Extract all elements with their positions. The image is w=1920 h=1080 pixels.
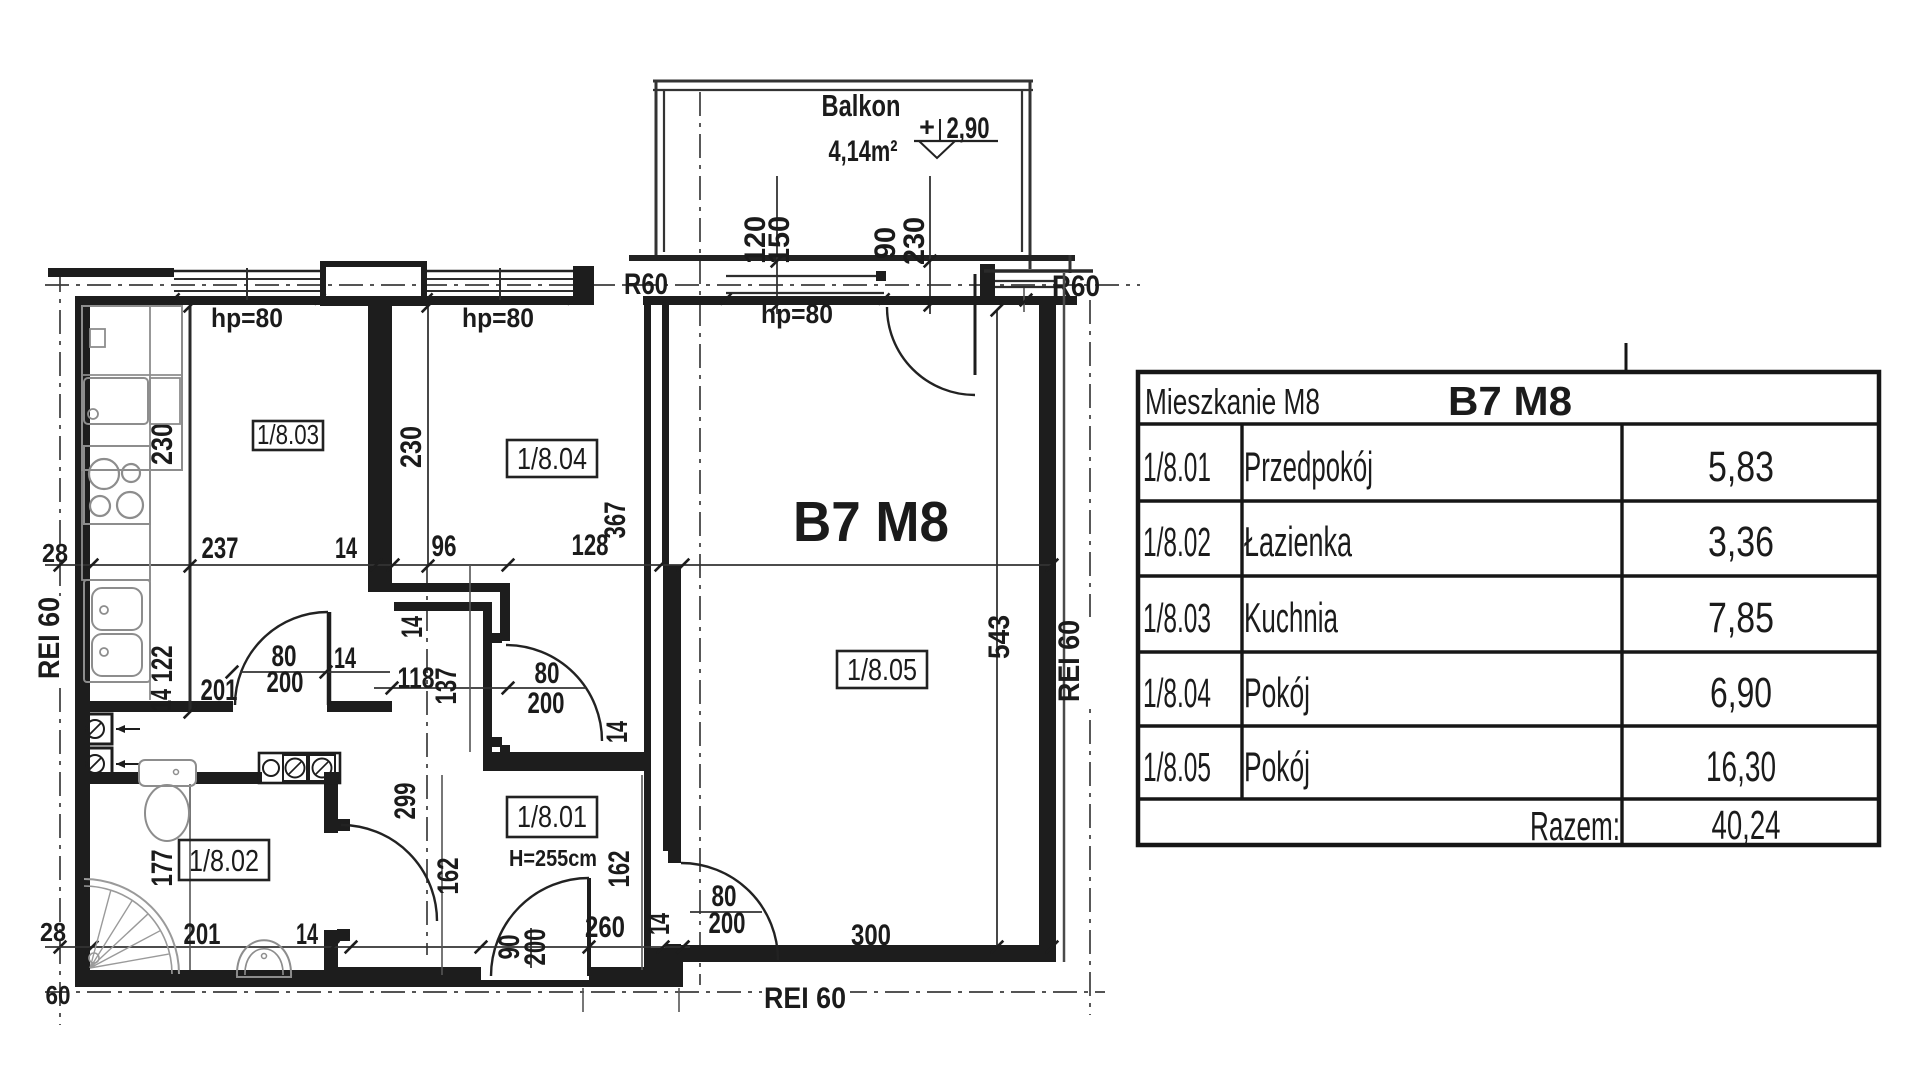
svg-text:14: 14 bbox=[145, 689, 178, 711]
svg-text:Pokój: Pokój bbox=[1244, 669, 1310, 716]
svg-text:1/8.04: 1/8.04 bbox=[1143, 670, 1211, 716]
svg-text:1/8.03: 1/8.03 bbox=[1143, 595, 1211, 641]
svg-text:137: 137 bbox=[430, 668, 463, 705]
svg-text:Balkon: Balkon bbox=[822, 88, 901, 123]
svg-text:14: 14 bbox=[601, 721, 634, 743]
svg-text:1/8.05: 1/8.05 bbox=[847, 652, 917, 687]
svg-text:28: 28 bbox=[42, 538, 68, 568]
svg-text:543: 543 bbox=[983, 615, 1016, 659]
svg-text:hp=80: hp=80 bbox=[462, 303, 534, 333]
svg-text:237: 237 bbox=[202, 532, 239, 565]
svg-text:B7 M8: B7 M8 bbox=[1448, 378, 1572, 424]
svg-text:90: 90 bbox=[493, 935, 526, 960]
svg-text:122: 122 bbox=[146, 646, 179, 683]
svg-text:+: + bbox=[919, 112, 935, 142]
svg-text:80: 80 bbox=[535, 657, 560, 690]
svg-text:118: 118 bbox=[398, 662, 435, 695]
svg-text:REI 60: REI 60 bbox=[33, 597, 66, 679]
svg-text:2,90: 2,90 bbox=[947, 112, 990, 145]
svg-text:hp=80: hp=80 bbox=[211, 303, 283, 333]
svg-text:14: 14 bbox=[643, 913, 676, 935]
svg-text:hp=80: hp=80 bbox=[761, 299, 833, 329]
svg-text:B7 M8: B7 M8 bbox=[793, 490, 949, 554]
svg-text:150: 150 bbox=[763, 216, 796, 264]
svg-text:230: 230 bbox=[146, 423, 179, 465]
svg-text:128: 128 bbox=[572, 529, 609, 562]
svg-text:80: 80 bbox=[712, 880, 737, 913]
svg-text:367: 367 bbox=[599, 502, 632, 539]
svg-text:200: 200 bbox=[267, 666, 304, 699]
svg-text:80: 80 bbox=[272, 640, 297, 673]
svg-text:R60: R60 bbox=[1052, 270, 1100, 303]
svg-text:7,85: 7,85 bbox=[1708, 594, 1774, 642]
svg-text:200: 200 bbox=[528, 687, 565, 720]
svg-text:1/8.03: 1/8.03 bbox=[257, 419, 319, 450]
svg-text:Kuchnia: Kuchnia bbox=[1244, 594, 1338, 641]
svg-text:40,24: 40,24 bbox=[1712, 802, 1781, 848]
svg-text:16,30: 16,30 bbox=[1706, 743, 1776, 791]
svg-text:1/8.02: 1/8.02 bbox=[1143, 519, 1211, 565]
svg-text:177: 177 bbox=[146, 850, 179, 887]
svg-text:299: 299 bbox=[389, 783, 422, 820]
svg-text:201: 201 bbox=[201, 674, 238, 707]
svg-text:90: 90 bbox=[869, 227, 902, 259]
svg-text:60: 60 bbox=[46, 980, 71, 1010]
svg-text:REI 60: REI 60 bbox=[1053, 620, 1086, 702]
svg-text:14: 14 bbox=[335, 532, 357, 565]
svg-text:14: 14 bbox=[334, 642, 356, 675]
svg-text:4,14m²: 4,14m² bbox=[829, 135, 898, 168]
svg-text:201: 201 bbox=[184, 918, 221, 951]
svg-text:Pokój: Pokój bbox=[1244, 743, 1310, 790]
svg-text:5,83: 5,83 bbox=[1708, 443, 1774, 491]
svg-text:14: 14 bbox=[296, 918, 318, 951]
svg-text:Łazienka: Łazienka bbox=[1244, 518, 1352, 565]
svg-text:REI 60: REI 60 bbox=[764, 982, 846, 1015]
svg-text:1/8.04: 1/8.04 bbox=[517, 441, 587, 476]
svg-text:200: 200 bbox=[519, 929, 552, 966]
svg-text:300: 300 bbox=[851, 919, 891, 952]
svg-text:230: 230 bbox=[395, 426, 428, 468]
svg-text:162: 162 bbox=[432, 858, 465, 895]
svg-text:162: 162 bbox=[603, 851, 636, 888]
svg-text:230: 230 bbox=[898, 217, 931, 265]
svg-text:260: 260 bbox=[585, 911, 625, 944]
svg-text:28: 28 bbox=[40, 917, 66, 947]
svg-text:3,36: 3,36 bbox=[1708, 518, 1774, 566]
svg-text:1/8.02: 1/8.02 bbox=[189, 843, 259, 878]
svg-text:Przedpokój: Przedpokój bbox=[1244, 443, 1373, 490]
svg-text:H=255cm: H=255cm bbox=[509, 845, 597, 871]
svg-text:1/8.01: 1/8.01 bbox=[1143, 444, 1211, 490]
svg-text:1/8.05: 1/8.05 bbox=[1143, 744, 1211, 790]
svg-text:14: 14 bbox=[396, 616, 429, 638]
svg-text:120: 120 bbox=[739, 216, 772, 264]
svg-text:Razem:: Razem: bbox=[1530, 803, 1620, 849]
svg-text:Mieszkanie M8: Mieszkanie M8 bbox=[1145, 381, 1320, 422]
svg-text:96: 96 bbox=[432, 530, 457, 563]
svg-text:6,90: 6,90 bbox=[1710, 669, 1772, 717]
svg-text:R60: R60 bbox=[624, 268, 668, 301]
svg-text:1/8.01: 1/8.01 bbox=[517, 799, 587, 834]
svg-text:200: 200 bbox=[709, 907, 746, 940]
